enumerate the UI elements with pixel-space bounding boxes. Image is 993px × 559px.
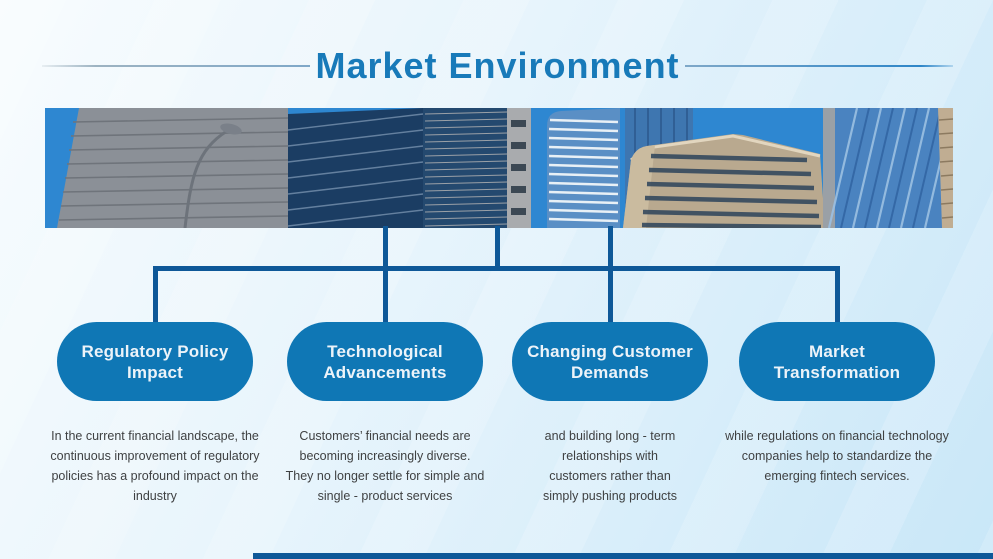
building-glass-right — [823, 108, 953, 228]
title-divider-right — [684, 65, 954, 67]
building-louvered — [547, 108, 620, 228]
node-description-3: and building long - term relationships w… — [542, 429, 678, 503]
title-row: Market Environment — [42, 44, 954, 88]
connector-drop-1 — [153, 266, 158, 323]
connector-rail — [153, 266, 840, 271]
title-divider-left — [42, 65, 311, 67]
node-description-4: while regulations on financial technolog… — [725, 429, 949, 483]
slide-title: Market Environment — [315, 45, 680, 86]
bottom-accent-bar — [253, 553, 993, 559]
node-pill-changing-customer-demands: Changing Customer Demands — [512, 322, 708, 401]
connector-drop-3 — [608, 266, 613, 323]
building-tan — [623, 134, 825, 228]
connector-stub-center — [495, 226, 500, 271]
node-pill-market-transformation: Market Transformation — [739, 322, 935, 401]
building-gray-left — [57, 108, 289, 228]
connector-stub-left — [383, 226, 388, 271]
building-slatted-glass — [423, 108, 531, 228]
node-pill-technological-advancements: Technological Advancements — [287, 322, 483, 401]
street-lamp — [183, 123, 242, 228]
city-skyline-graphic — [45, 108, 953, 228]
city-skyline-image — [45, 108, 953, 228]
connector-drop-4 — [835, 266, 840, 323]
node-description-2: Customers’ financial needs are becoming … — [285, 429, 485, 503]
connector-drop-2 — [383, 266, 388, 323]
node-pill-regulatory-policy-impact: Regulatory Policy Impact — [57, 322, 253, 401]
connector-stub-right — [608, 226, 613, 271]
building-tan-right-edge — [938, 108, 953, 228]
building-navy-glass — [287, 108, 424, 228]
node-description-1: In the current financial landscape, the … — [50, 429, 260, 503]
